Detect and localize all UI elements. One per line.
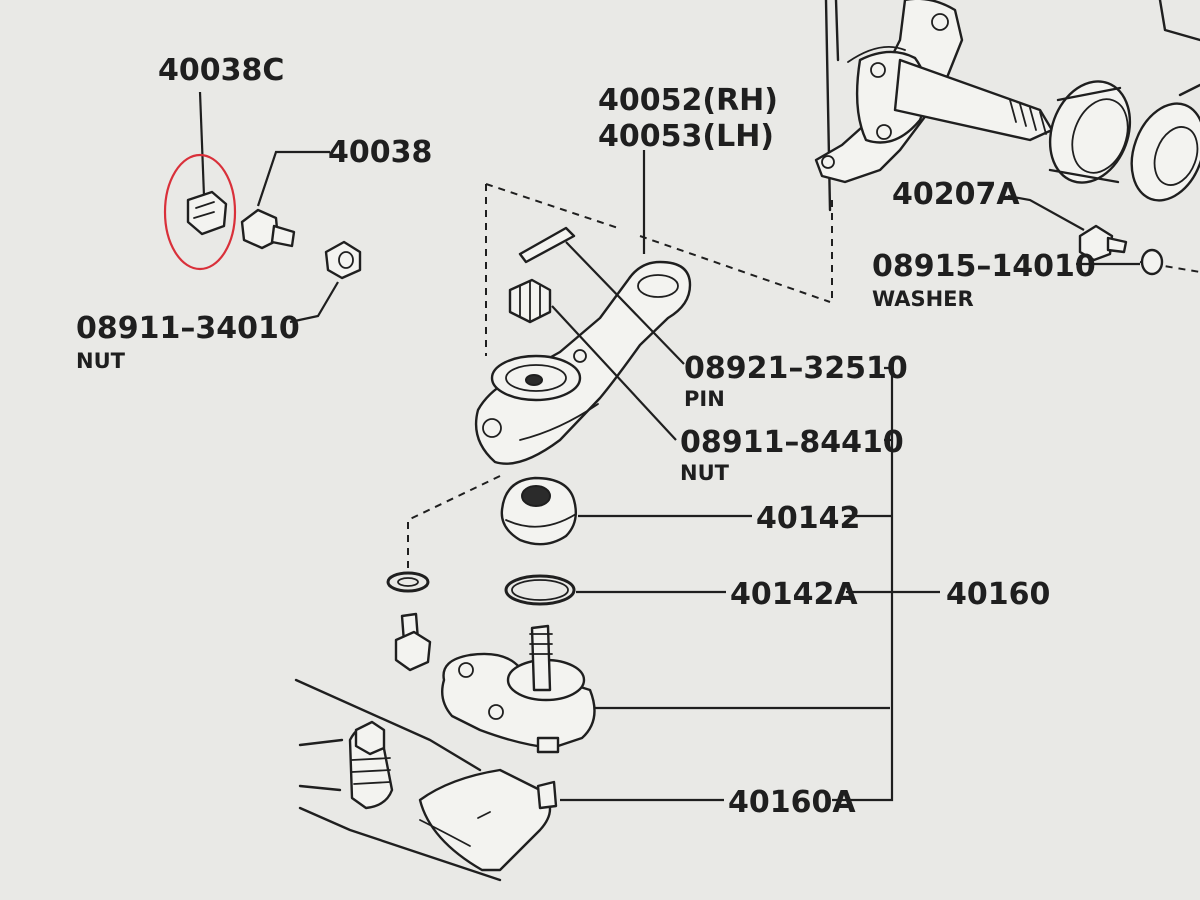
label-40053-lh: 40053(LH) bbox=[598, 119, 774, 154]
label-nut-1: NUT bbox=[76, 349, 126, 373]
snap-ring-40142a-icon bbox=[504, 574, 726, 606]
knuckle-hub-assembly bbox=[814, 0, 1200, 273]
washer-08915-icon bbox=[1076, 248, 1164, 276]
bolt-40038-icon bbox=[240, 150, 330, 250]
label-40160: 40160 bbox=[946, 577, 1050, 612]
label-40142a: 40142A bbox=[730, 577, 858, 612]
label-pin: PIN bbox=[684, 387, 725, 411]
label-08921-32510: 08921–32510 bbox=[684, 351, 908, 386]
highlight-circle-40038c bbox=[163, 153, 237, 271]
bolt-40207a-icon bbox=[1007, 194, 1128, 262]
dust-boot-40142-icon bbox=[500, 476, 752, 546]
label-08915-14010: 08915–14010 bbox=[872, 249, 1096, 284]
label-40207a: 40207A bbox=[892, 177, 1020, 212]
label-40142: 40142 bbox=[756, 501, 860, 536]
label-40052-rh: 40052(RH) bbox=[598, 83, 778, 118]
cap-40038c-icon bbox=[186, 91, 228, 236]
assembly-bracket bbox=[832, 366, 940, 802]
label-nut-2: NUT bbox=[680, 461, 730, 485]
washer-bolt-icon bbox=[386, 475, 501, 672]
label-40038c: 40038C bbox=[158, 53, 284, 88]
label-40038: 40038 bbox=[328, 135, 432, 170]
label-washer: WASHER bbox=[872, 287, 974, 311]
ball-joint-icon bbox=[441, 624, 890, 754]
label-08911-34010: 08911–34010 bbox=[76, 311, 300, 346]
nut-08911-34010-icon bbox=[289, 240, 362, 324]
knuckle-arm-icon bbox=[474, 150, 833, 465]
lower-arm-icon bbox=[294, 678, 724, 882]
label-40160a: 40160A bbox=[728, 785, 856, 820]
label-08911-84410: 08911–84410 bbox=[680, 425, 904, 460]
